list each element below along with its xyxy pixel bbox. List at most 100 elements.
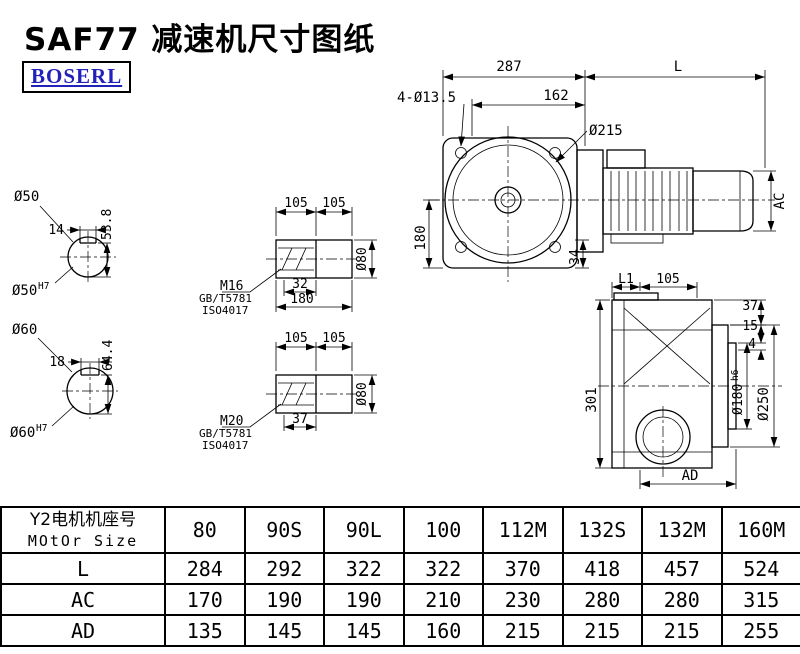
bore-fit-60: H7 — [36, 423, 47, 434]
dim-text-key-depth-50: 53.8 — [100, 209, 115, 240]
brand-logo-box: BOSERL — [22, 61, 132, 93]
dim-180-height: 180 — [413, 199, 443, 269]
terminal-box — [606, 149, 646, 169]
dim-text-37-side: 37 — [742, 299, 758, 314]
dim-162: 162 — [471, 88, 585, 136]
cell-L-90l: 322 — [323, 552, 405, 585]
row-label-AD: AD — [0, 614, 166, 647]
frame-size-112m: 112M — [482, 506, 564, 554]
cell-L-112m: 370 — [482, 552, 564, 585]
frame-size-80: 80 — [164, 506, 246, 554]
frame-size-90l: 90L — [323, 506, 405, 554]
gearbox-housing — [442, 137, 578, 269]
cell-AD-90s: 145 — [243, 614, 325, 647]
flange-circle-outer — [444, 136, 572, 264]
label-thread-m16: M16 GB/T5781 ISO4017 — [199, 268, 282, 317]
dim-text-key-width-60: 18 — [49, 355, 65, 370]
table-row-AC: AC 170 190 190 210 230 280 280 315 — [0, 583, 800, 616]
bolt-hole-tl — [455, 147, 467, 159]
dim-L1: L1 — [611, 272, 641, 298]
dim-key-depth-50: 53.8 — [90, 209, 115, 278]
dim-34: 34 — [568, 239, 589, 269]
label-thread-m20: M20 GB/T5781 ISO4017 — [199, 403, 282, 452]
dim-37-15-4: 37 15 4 — [714, 299, 766, 360]
bolt-hole-tr — [549, 147, 561, 159]
side-view: L1 105 37 15 4 — [584, 272, 782, 489]
bushing-m16-outline — [275, 239, 353, 279]
cell-L-90s: 292 — [243, 552, 325, 585]
header-motor-size-en: MOtOr Size — [27, 532, 139, 550]
cell-AD-132m: 215 — [641, 614, 723, 647]
cell-AC-132s: 280 — [561, 583, 643, 616]
shaft-section-50: 14 53.8 Ø50 Ø50 H7 — [12, 189, 116, 299]
table-row-L: L 284 292 322 322 370 418 457 524 — [0, 552, 800, 585]
dim-key-depth-60: 64.4 — [92, 340, 116, 415]
dim-seg1-m20: 105 — [284, 331, 307, 346]
bushing-m16: 105 105 32 180 M16 GB/T5781 ISO4017 — [199, 196, 377, 317]
motor-foot — [610, 233, 664, 244]
standard-gb-m16: GB/T5781 — [199, 292, 252, 305]
dim-text-287: 287 — [496, 59, 521, 75]
cell-AC-100: 210 — [402, 583, 484, 616]
cell-AD-100: 160 — [402, 614, 484, 647]
frame-size-132s: 132S — [561, 506, 643, 554]
header-motor-size-cn: Y2电机机座号 — [29, 510, 137, 530]
table-header-row: Y2电机机座号 MOtOr Size 80 90S 90L 100 112M 1… — [0, 506, 800, 554]
cell-AD-132s: 215 — [561, 614, 643, 647]
dim-text-AD: AD — [682, 468, 699, 484]
shaft-section-60: 18 64.4 Ø60 Ø60 H7 — [10, 322, 118, 441]
standard-iso-m20: ISO4017 — [202, 439, 248, 452]
dim-text-AC: AC — [772, 193, 788, 210]
cell-L-132s: 418 — [561, 552, 643, 585]
bore-fit-50: H7 — [38, 281, 49, 292]
dim-180h6: Ø180 h6 — [730, 343, 752, 430]
shaft-60-outline — [66, 367, 114, 415]
label-bore-60: Ø60 H7 — [10, 405, 75, 441]
dim-total-len-m16: 180 — [275, 280, 353, 312]
cell-AC-112m: 230 — [482, 583, 564, 616]
bushing-m20: 105 105 37 M20 GB/T5781 ISO4017 Ø80 — [199, 331, 377, 452]
frame-size-160m: 160M — [720, 506, 800, 554]
cell-L-80: 284 — [164, 552, 246, 585]
dim-250: Ø250 — [730, 324, 780, 448]
frame-size-100: 100 — [402, 506, 484, 554]
flange-circle-inner — [452, 144, 564, 256]
table-row-AD: AD 135 145 145 160 215 215 215 255 — [0, 614, 800, 647]
cell-AD-112m: 215 — [482, 614, 564, 647]
side-housing — [611, 299, 713, 469]
dia-text-80-top: Ø80 — [355, 247, 370, 270]
bore-label-60: Ø60 — [10, 425, 35, 441]
cell-L-160m: 524 — [720, 552, 800, 585]
thread-label-m20: M20 — [220, 414, 243, 429]
cell-AD-90l: 145 — [323, 614, 405, 647]
cell-L-132m: 457 — [641, 552, 723, 585]
bolt-holes-text: 4-Ø13.5 — [397, 90, 456, 106]
dim-seg2-m16: 105 — [322, 196, 345, 211]
label-bolt-holes: 4-Ø13.5 — [397, 90, 466, 147]
dim-seg1-m16: 105 — [284, 196, 307, 211]
standard-gb-m20: GB/T5781 — [199, 427, 252, 440]
dia-label-60: Ø60 — [12, 322, 37, 338]
header-motor-size: Y2电机机座号 MOtOr Size — [0, 506, 166, 554]
flange-dia-side-text: Ø250 — [756, 387, 772, 421]
bolt-hole-bl — [455, 241, 467, 253]
dim-seg2-m20: 105 — [322, 331, 345, 346]
dim-text-4-side: 4 — [748, 337, 756, 352]
motor-adapter — [576, 149, 604, 253]
cell-AC-90s: 190 — [243, 583, 325, 616]
motor-fins — [610, 171, 688, 231]
dim-105-105-bottom: 105 105 — [275, 331, 353, 371]
motor-body — [602, 167, 694, 235]
technical-drawing: 14 53.8 Ø50 Ø50 H7 — [10, 59, 788, 489]
label-shaft-dia-50: Ø50 — [14, 189, 74, 243]
dim-L: L — [585, 59, 766, 168]
dim-301: 301 — [584, 299, 612, 469]
dim-dia-80-top: Ø80 — [354, 239, 377, 279]
spigot — [727, 342, 737, 430]
dim-105-105-top: 105 105 — [275, 196, 353, 236]
dim-105-side: 105 — [640, 272, 698, 298]
page-title: SAF77 减速机尺寸图纸 — [24, 22, 376, 58]
shaft-hole-inner — [500, 192, 516, 208]
bore-label-50: Ø50 — [12, 283, 37, 299]
